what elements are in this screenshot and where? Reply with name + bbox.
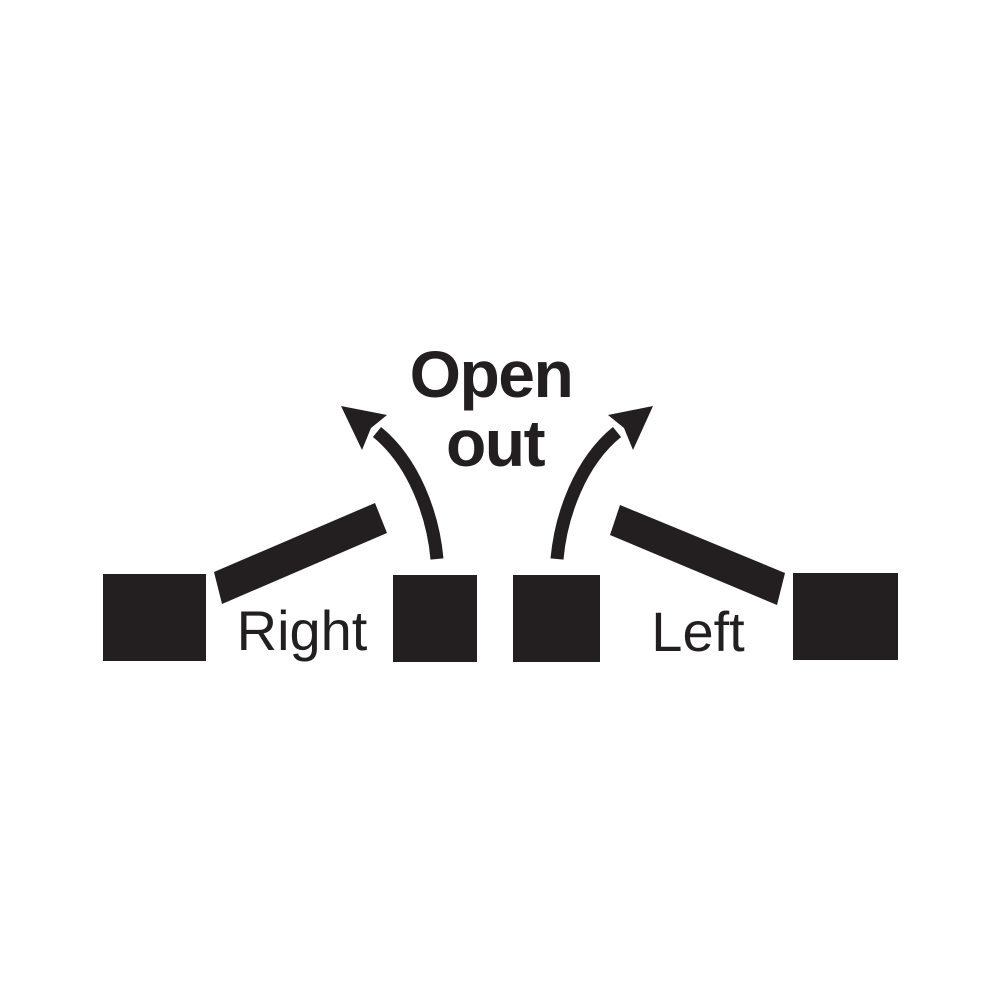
door-label-right: Right [237, 599, 368, 662]
door-label-left: Left [651, 600, 745, 663]
arrow-tail [372, 426, 444, 560]
door-leaf-right-hand [214, 503, 387, 604]
swing-arrow-up-right-icon [550, 406, 653, 560]
arrow-head [608, 406, 653, 450]
title-line-1: Open [410, 337, 573, 411]
title-line-2: out [446, 406, 546, 480]
door-leaf-left-hand [610, 505, 785, 605]
wall-segment-center-left [393, 575, 477, 662]
wall-segment-outer-right [793, 573, 898, 660]
wall-segment-outer-left [103, 574, 206, 661]
arrow-tail [550, 426, 622, 560]
arrow-head [341, 406, 387, 450]
wall-segment-center-right [513, 575, 600, 662]
swing-arrow-up-left-icon [341, 406, 444, 560]
